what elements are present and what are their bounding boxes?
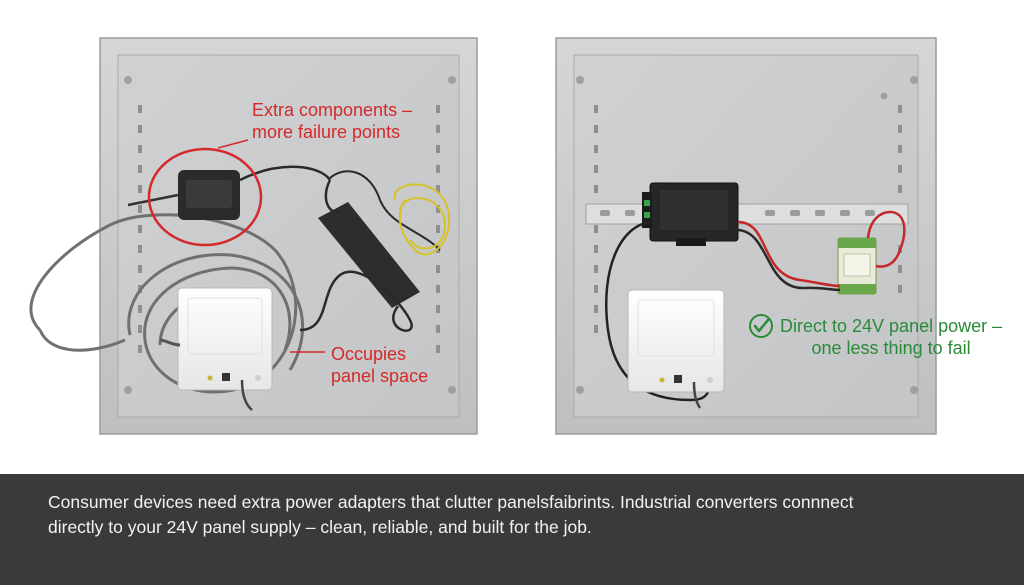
annotation-extra-components-line1: Extra components – — [252, 100, 413, 120]
caption-bar: Consumer devices need extra power adapte… — [0, 474, 1024, 585]
annotation-extra-components: Extra components – more failure points — [252, 99, 412, 143]
annotation-panel-space: Occupies panel space — [331, 343, 428, 387]
power-wires — [737, 210, 906, 292]
check-circle-icon — [749, 314, 773, 338]
annotation-panel-space-line1: Occupies — [331, 344, 407, 364]
data-cable — [605, 220, 710, 402]
annotation-direct-power-line1: Direct to 24V panel power – — [780, 316, 1003, 336]
left-enclosure — [29, 37, 478, 435]
caption-line2: directly to your 24V panel supply – clea… — [48, 517, 592, 537]
yellow-cable — [393, 183, 451, 256]
annotation-panel-space-line2: panel space — [331, 366, 429, 386]
leader-line-top — [217, 139, 249, 149]
annotation-direct-power-line2: one less thing to fail — [811, 338, 971, 358]
right-enclosure — [555, 37, 937, 435]
power-brick — [299, 170, 441, 332]
highlight-circle — [147, 147, 263, 247]
industrial-converter — [642, 182, 739, 246]
annotation-direct-power: Direct to 24V panel power – one less thi… — [780, 315, 1002, 359]
caption-text: Consumer devices need extra power adapte… — [48, 490, 988, 540]
din-rail — [585, 203, 909, 225]
terminal-block — [837, 237, 877, 295]
caption-line1: Consumer devices need extra power adapte… — [48, 492, 854, 512]
wall-power-adapter — [127, 165, 332, 220]
network-device — [627, 289, 725, 409]
consumer-router — [159, 287, 273, 411]
annotation-extra-components-line2: more failure points — [252, 122, 401, 142]
comparison-illustration — [29, 37, 937, 435]
